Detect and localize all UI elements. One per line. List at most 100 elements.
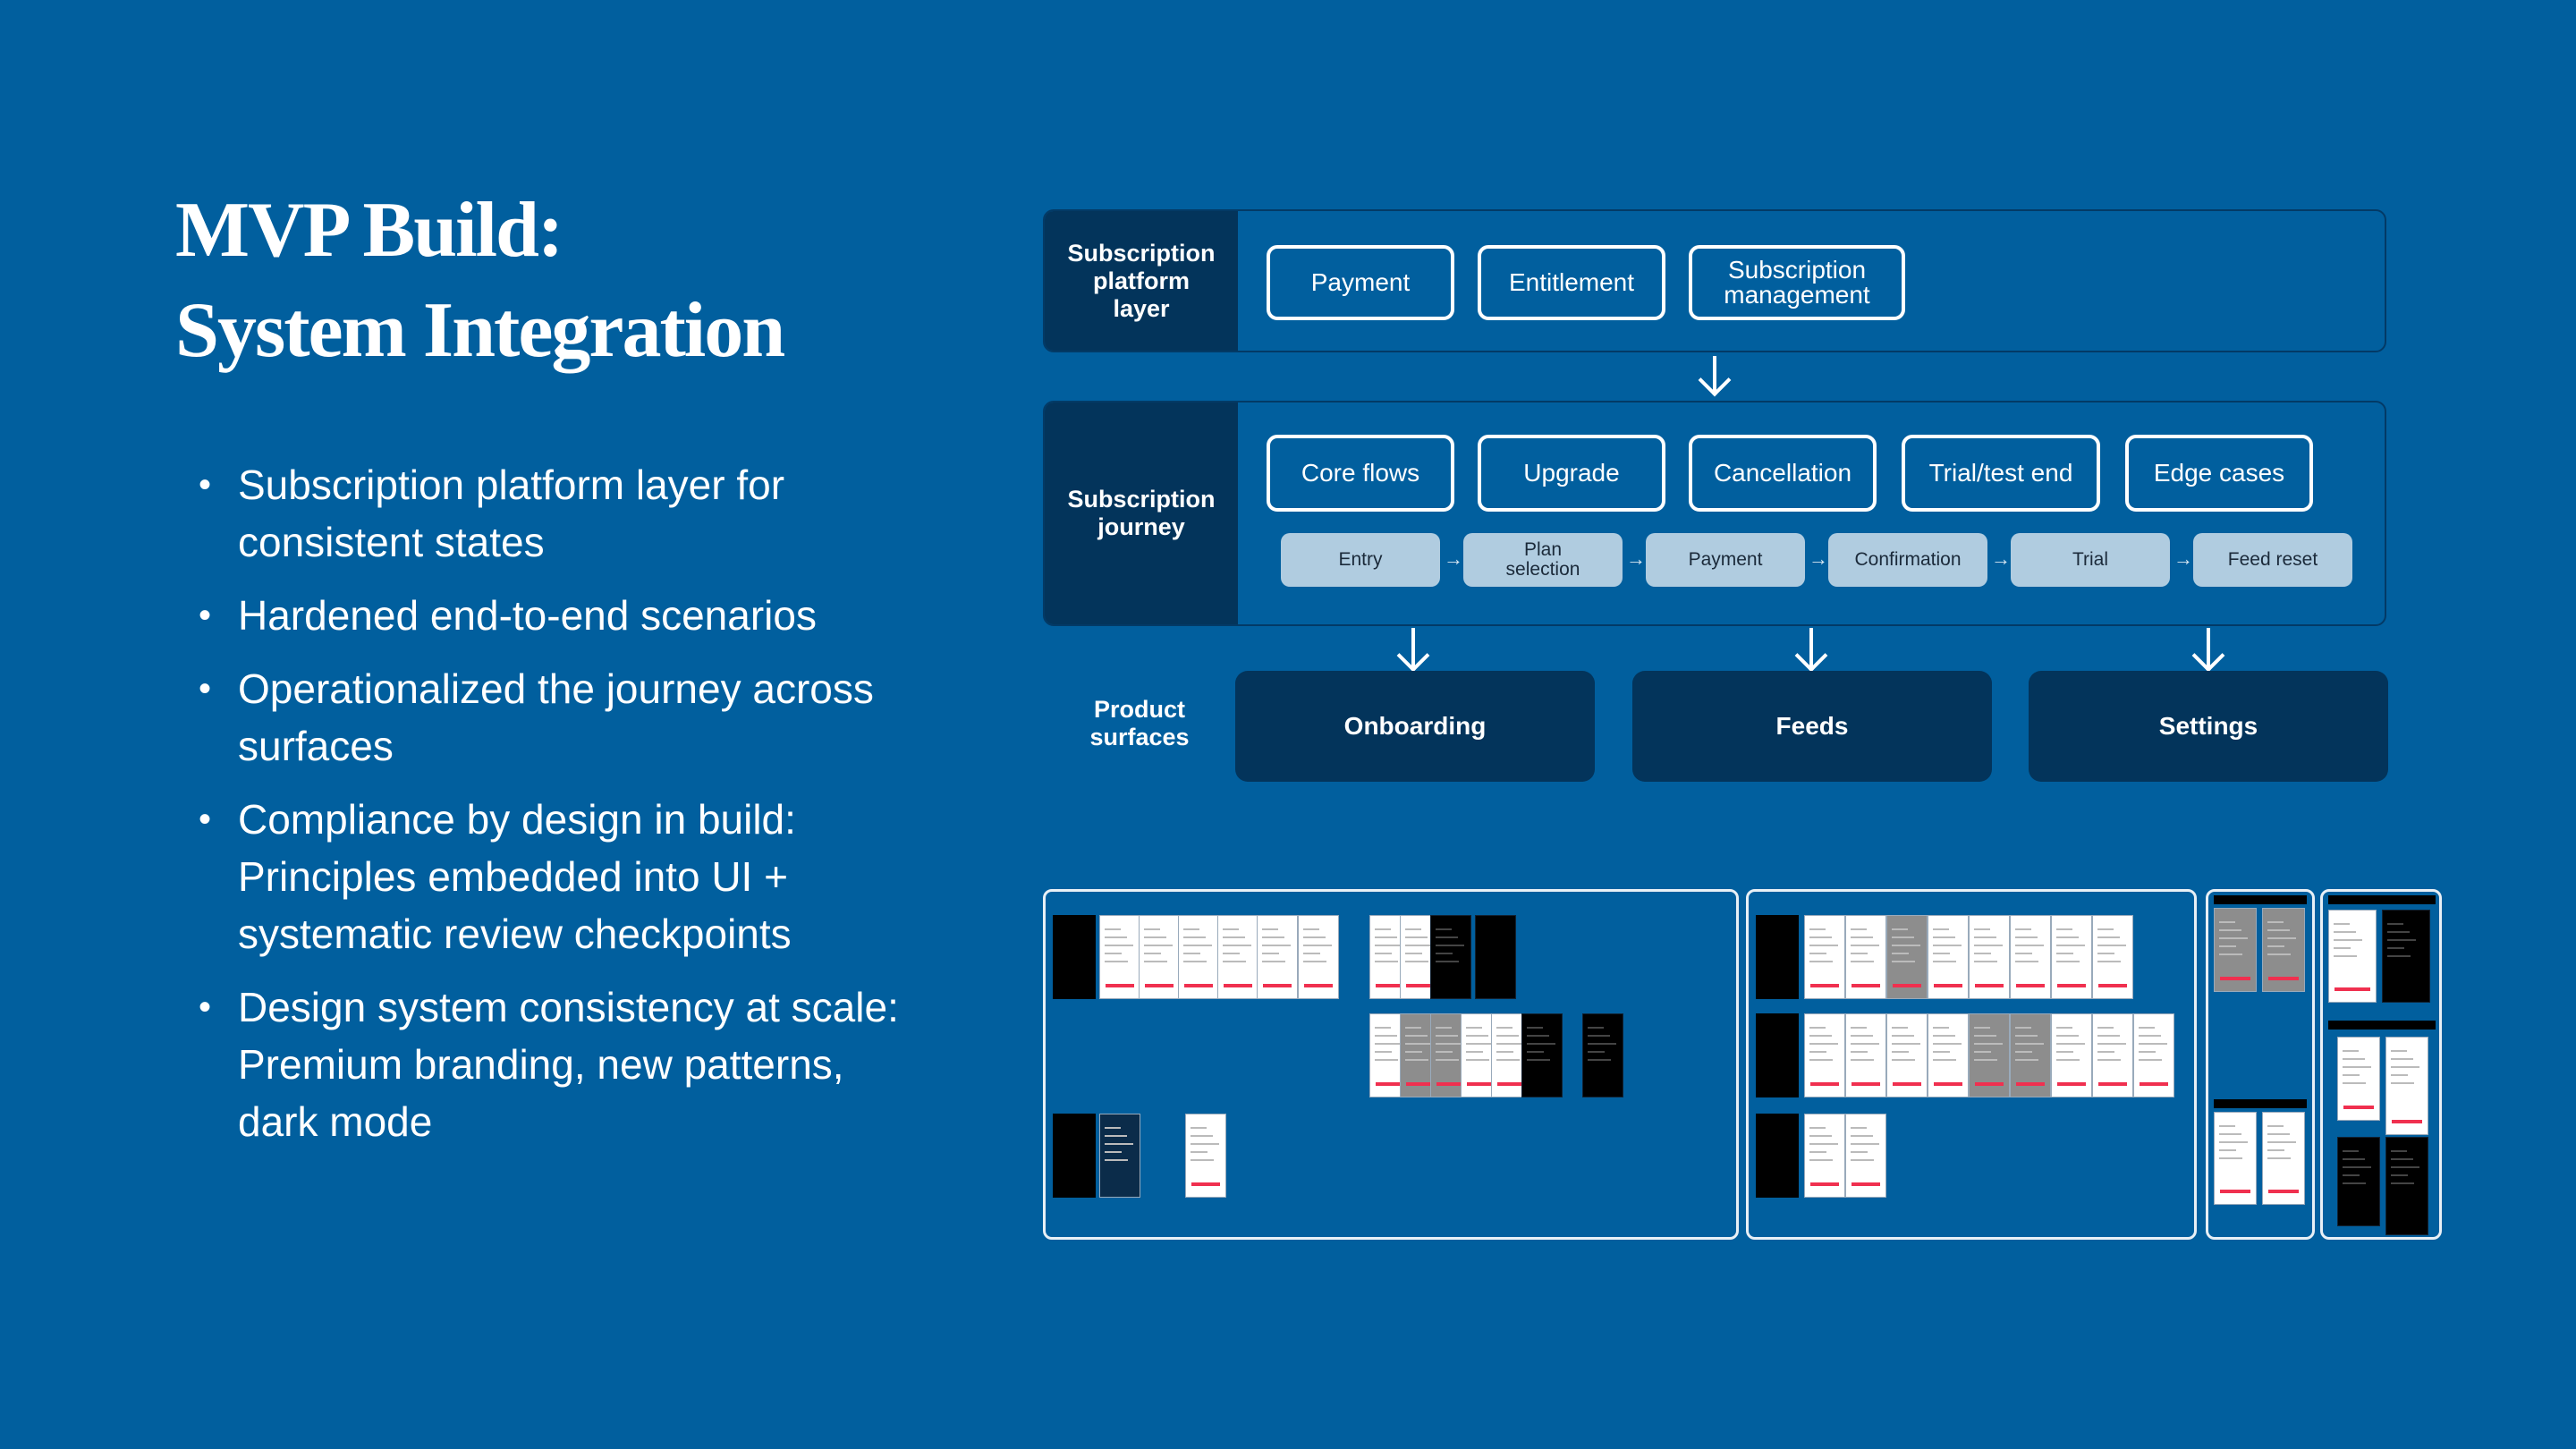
label-line: layer xyxy=(1067,295,1215,323)
onboarding-flows-frame xyxy=(1043,889,1739,1240)
screen-thumbnail xyxy=(1475,915,1516,999)
title-line-2: System Integration xyxy=(175,281,784,381)
step-label: Feed reset xyxy=(2228,550,2318,570)
journey-step-entry: Entry xyxy=(1281,533,1440,587)
bullet-line: systematic review checkpoints xyxy=(238,905,959,962)
label-line: Subscription xyxy=(1067,486,1215,513)
step-label: Plan xyxy=(1524,540,1562,560)
flow-note-card xyxy=(1756,1013,1799,1097)
flow-note-card xyxy=(2214,1099,2307,1108)
arrow-down-icon xyxy=(2192,640,2225,673)
scenario-label: Cancellation xyxy=(1714,461,1852,486)
flow-note-card xyxy=(2328,895,2436,904)
screen-thumbnail xyxy=(2214,1112,2257,1205)
journey-layer: Subscription journey Core flows Upgrade … xyxy=(1043,401,2386,626)
step-label: Trial xyxy=(2072,550,2108,570)
scenario-upgrade: Upgrade xyxy=(1478,435,1665,512)
flow-note-card xyxy=(1053,915,1096,999)
screen-thumbnail xyxy=(1430,915,1471,999)
bullet-line: Principles embedded into UI + xyxy=(238,848,959,905)
scenario-label: Edge cases xyxy=(2154,461,2284,486)
screen-thumbnail xyxy=(1178,915,1219,999)
title-line-1: MVP Build: xyxy=(175,181,784,281)
option-pages-frame xyxy=(2320,889,2442,1240)
screen-thumbnail xyxy=(1845,915,1886,999)
bullet-line: Design system consistency at scale: xyxy=(238,979,959,1036)
screen-thumbnail xyxy=(1886,915,1928,999)
screen-thumbnail xyxy=(2051,1013,2092,1097)
label-line: surfaces xyxy=(1043,724,1236,751)
screen-thumbnail xyxy=(1521,1013,1563,1097)
bullet-line: Subscription platform layer for xyxy=(238,456,959,513)
screen-thumbnail xyxy=(1845,1114,1886,1198)
edge-case-prompts-frame xyxy=(2206,889,2315,1240)
screen-thumbnail xyxy=(1217,915,1258,999)
screen-thumbnail xyxy=(1845,1013,1886,1097)
screen-thumbnail xyxy=(1298,915,1339,999)
screen-thumbnail xyxy=(2262,908,2305,992)
scenario-trial-test-end: Trial/test end xyxy=(1902,435,2100,512)
surface-label: Onboarding xyxy=(1344,712,1487,741)
surface-onboarding: Onboarding xyxy=(1235,671,1595,782)
platform-box-payment: Payment xyxy=(1267,245,1454,320)
bullet-line: Compliance by design in build: xyxy=(238,791,959,848)
arrow-right-icon: → xyxy=(1991,549,2011,569)
platform-layer: Subscription platform layer Payment Enti… xyxy=(1043,209,2386,352)
bullet-line: consistent states xyxy=(238,513,959,571)
screen-thumbnail xyxy=(2010,915,2051,999)
label-line: Subscription xyxy=(1067,240,1215,267)
flow-note-card xyxy=(1756,1114,1799,1198)
screen-thumbnail xyxy=(1099,1114,1140,1198)
bullet-line: dark mode xyxy=(238,1093,959,1150)
box-label: Payment xyxy=(1311,270,1411,295)
screen-thumbnail xyxy=(1257,915,1298,999)
scenario-core-flows: Core flows xyxy=(1267,435,1454,512)
screen-thumbnail xyxy=(1886,1013,1928,1097)
screen-thumbnail xyxy=(1928,915,1969,999)
arrow-down-icon xyxy=(1795,640,1828,673)
screen-thumbnail xyxy=(2092,1013,2133,1097)
screen-thumbnail xyxy=(1804,1114,1845,1198)
journey-step-feed-reset: Feed reset xyxy=(2193,533,2352,587)
flow-note-card xyxy=(1756,915,1799,999)
bullet-item: Compliance by design in build: Principle… xyxy=(199,791,959,962)
bullet-item: Hardened end-to-end scenarios xyxy=(199,587,959,644)
surface-settings: Settings xyxy=(2029,671,2388,782)
label-line: Product xyxy=(1043,696,1236,724)
arrow-right-icon: → xyxy=(2174,549,2193,569)
surface-label: Settings xyxy=(2159,712,2258,741)
bullet-item: Subscription platform layer for consiste… xyxy=(199,456,959,571)
screen-thumbnail xyxy=(2382,910,2430,1003)
arrow-down-icon xyxy=(1397,640,1430,673)
arrow-right-icon: → xyxy=(1626,549,1646,569)
screen-thumbnail xyxy=(2214,908,2257,992)
bullet-list: Subscription platform layer for consiste… xyxy=(199,456,959,1166)
screen-thumbnail xyxy=(2385,1137,2428,1235)
scenario-cancellation: Cancellation xyxy=(1689,435,1877,512)
scenario-edge-cases: Edge cases xyxy=(2125,435,2313,512)
arrow-down-icon xyxy=(1699,364,1732,397)
arrow-right-icon: → xyxy=(1809,549,1828,569)
bullet-line: Premium branding, new patterns, xyxy=(238,1036,959,1093)
bullet-item: Design system consistency at scale: Prem… xyxy=(199,979,959,1150)
flow-note-card xyxy=(1053,1114,1096,1198)
settings-flows-frame xyxy=(1746,889,2197,1240)
screen-thumbnail xyxy=(1582,1013,1623,1097)
flow-note-card xyxy=(2214,895,2307,904)
scenario-label: Core flows xyxy=(1301,461,1419,486)
product-surfaces-label: Product surfaces xyxy=(1043,696,1236,751)
step-label: Payment xyxy=(1689,550,1763,570)
screen-thumbnail xyxy=(1969,915,2010,999)
surface-feeds: Feeds xyxy=(1632,671,1992,782)
platform-box-entitlement: Entitlement xyxy=(1478,245,1665,320)
scenario-label: Upgrade xyxy=(1523,461,1619,486)
journey-step-trial: Trial xyxy=(2011,533,2170,587)
scenario-label: Trial/test end xyxy=(1929,461,2073,486)
flow-note-card xyxy=(2328,1021,2436,1030)
screen-thumbnail xyxy=(2337,1137,2380,1226)
screen-thumbnail xyxy=(2262,1112,2305,1205)
label-line: platform xyxy=(1067,267,1215,295)
bullet-line: Operationalized the journey across xyxy=(238,660,959,717)
journey-step-confirmation: Confirmation xyxy=(1828,533,1987,587)
journey-step-payment: Payment xyxy=(1646,533,1805,587)
